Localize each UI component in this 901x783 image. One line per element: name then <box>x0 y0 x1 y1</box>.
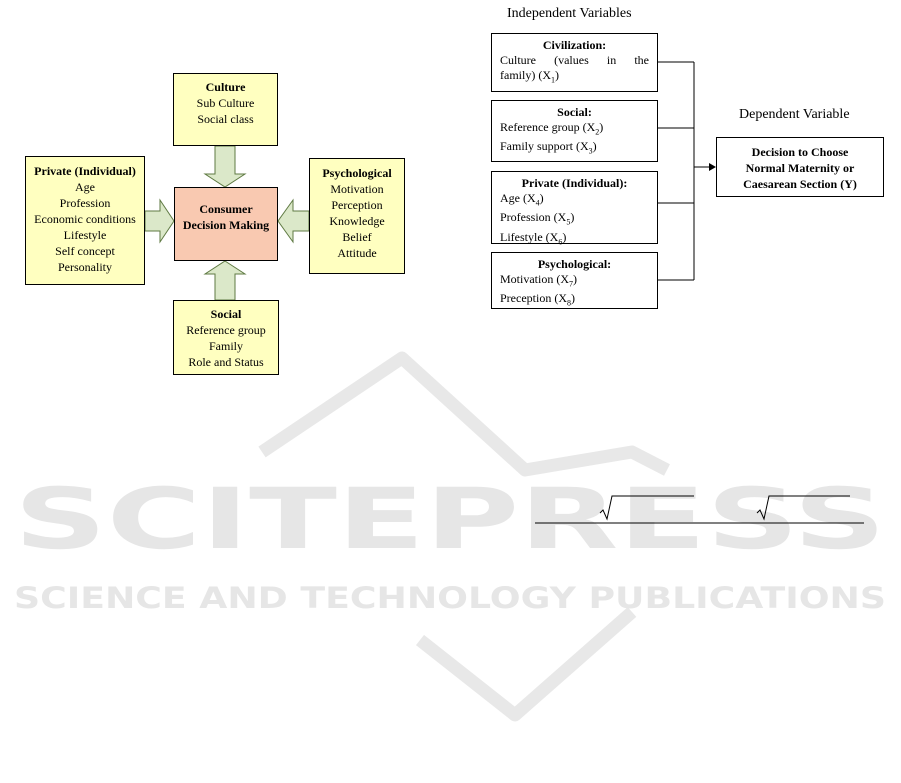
psychological-item: Belief <box>342 230 372 244</box>
arrow-right-icon <box>144 198 175 244</box>
group-title: Social: <box>557 105 592 119</box>
culture-item: Social class <box>197 112 254 126</box>
dependent-line: Decision to Choose <box>751 145 849 159</box>
group-item: Reference group (X2) <box>500 120 604 137</box>
psychological-item: Perception <box>331 198 383 212</box>
independent-variables-header: Independent Variables <box>507 6 632 21</box>
dependent-variable-header: Dependent Variable <box>739 107 850 122</box>
arrow-down-icon <box>203 145 247 188</box>
group-title: Private (Individual): <box>521 176 628 190</box>
dependent-variable-box: Decision to Choose Normal Maternity or C… <box>716 137 884 197</box>
psychological-item: Attitude <box>337 246 377 260</box>
group-item: Profession (X5) <box>500 210 575 227</box>
group-title: Civilization: <box>542 38 607 52</box>
dependent-line: Normal Maternity or <box>745 161 855 175</box>
dependent-line: Caesarean Section (Y) <box>743 177 857 191</box>
group-item: Preception (X8) <box>500 291 575 308</box>
private-item: Economic conditions <box>34 212 136 226</box>
watermark-book-bottom <box>415 607 637 722</box>
psychological-item: Motivation <box>330 182 384 196</box>
social-item: Family <box>208 339 243 353</box>
psychological-item: Knowledge <box>329 214 385 228</box>
culture-box: Culture Sub Culture Social class <box>173 73 278 146</box>
private-item: Age <box>75 180 95 194</box>
private-item: Self concept <box>55 244 115 258</box>
group-item: Culture (values in the <box>500 53 649 67</box>
consumer-decision-box: Consumer Decision Making <box>174 187 278 261</box>
private-box: Private (Individual) Age Profession Econ… <box>25 156 145 285</box>
radical-sign <box>599 495 694 521</box>
group-item: Age (X4) <box>500 191 544 208</box>
social-item: Reference group <box>186 323 266 337</box>
private-item: Profession <box>59 196 111 210</box>
private-item: Personality <box>58 260 112 274</box>
group-item: family) (X1) <box>500 68 559 85</box>
radical-sign <box>756 495 850 521</box>
group-title: Psychological: <box>537 257 612 271</box>
psychological-box: Psychological Motivation Perception Know… <box>309 158 405 274</box>
watermark-sub-text: SCIENCE AND TECHNOLOGY PUBLICATIONS <box>14 581 886 615</box>
group-item: Family support (X3) <box>500 139 597 156</box>
social-box: Social Reference group Family Role and S… <box>173 300 279 375</box>
arrow-left-icon <box>277 198 310 244</box>
civilization-box: Civilization: Culture (values in the fam… <box>491 33 658 92</box>
watermark-main-text: SCITEPRESS <box>14 470 886 568</box>
private-title: Private (Individual) <box>34 164 136 178</box>
private-item: Lifestyle <box>63 228 107 242</box>
social-title: Social <box>210 307 242 321</box>
group-item: Lifestyle (X6) <box>500 229 567 247</box>
culture-item: Sub Culture <box>196 96 255 110</box>
psychological-title: Psychological <box>322 166 392 180</box>
social-item: Role and Status <box>188 355 264 369</box>
center-line: Consumer <box>199 202 253 216</box>
culture-title: Culture <box>205 80 246 94</box>
psychological-variable-box: Psychological: Motivation (X7) Preceptio… <box>491 252 658 309</box>
group-item: Motivation (X7) <box>500 272 577 289</box>
watermark-book-top <box>258 351 670 477</box>
private-variable-box: Private (Individual): Age (X4) Professio… <box>491 171 658 246</box>
arrowhead-icon <box>709 163 716 171</box>
social-variable-box: Social: Reference group (X2) Family supp… <box>491 100 658 162</box>
center-line: Decision Making <box>182 218 270 232</box>
